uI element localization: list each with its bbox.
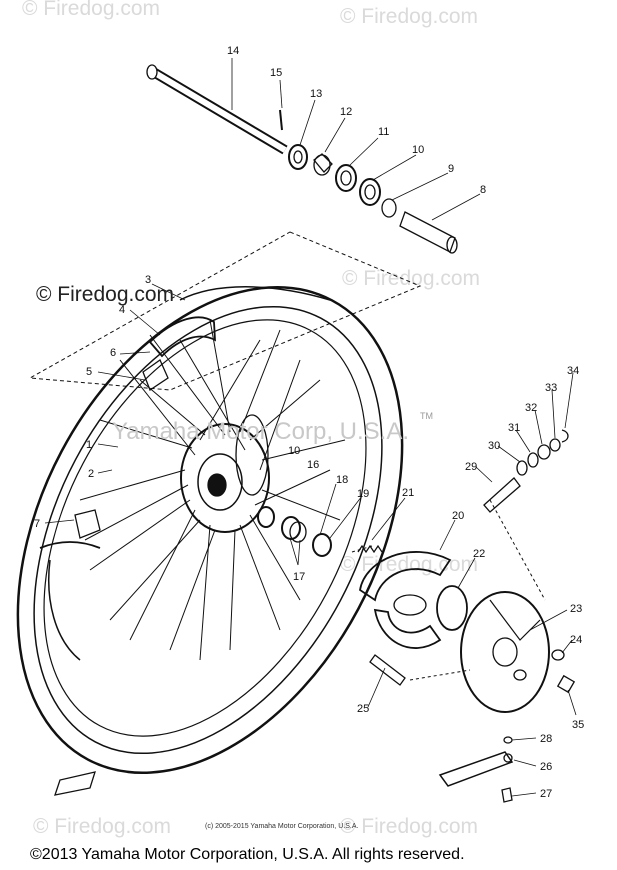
brake-arm-part[interactable] <box>438 751 514 787</box>
callout-15: 15 <box>270 67 282 79</box>
hub-bearings-part[interactable] <box>257 506 332 557</box>
watermark-mid-right: © Firedog.com <box>342 267 481 290</box>
collar-part[interactable] <box>399 211 458 254</box>
callout-12: 12 <box>340 106 352 118</box>
axle-part[interactable] <box>146 64 288 155</box>
callout-10: 10 <box>412 144 424 156</box>
callout-23: 23 <box>570 603 582 615</box>
watermark-main: © Firedog.com <box>36 283 175 306</box>
callout-24: 24 <box>570 634 582 646</box>
callout-3: 3 <box>145 274 151 286</box>
callout-28: 28 <box>540 733 552 745</box>
callout-18: 18 <box>336 474 348 486</box>
small-copyright: (c) 2005-2015 Yamaha Motor Corporation, … <box>205 823 359 830</box>
callout-2: 2 <box>88 468 94 480</box>
watermark-center: Yamaha Motor Corp, U.S.A. <box>112 418 409 445</box>
axle-spacers-part[interactable] <box>288 144 397 218</box>
callout-25: 25 <box>357 703 369 715</box>
brake-plate-part[interactable] <box>460 591 550 713</box>
callout-34: 34 <box>567 365 579 377</box>
callout-27: 27 <box>540 788 552 800</box>
callout-32: 32 <box>525 402 537 414</box>
callout-20: 20 <box>452 510 464 522</box>
callout-11: 11 <box>378 126 389 138</box>
callout-6: 6 <box>110 347 116 359</box>
callout-22: 22 <box>473 548 485 560</box>
callout-7: 7 <box>34 518 40 530</box>
callout-4: 4 <box>119 304 125 316</box>
callout-31: 31 <box>508 422 520 434</box>
callout-21: 21 <box>402 487 414 499</box>
callout-26: 26 <box>540 761 552 773</box>
callout-30: 30 <box>488 440 500 452</box>
spokes-part <box>79 319 346 661</box>
callout-16: 16 <box>307 459 319 471</box>
callout-33: 33 <box>545 382 557 394</box>
footer-copyright: ©2013 Yamaha Motor Corporation, U.S.A. A… <box>30 846 465 863</box>
hub-part[interactable] <box>180 414 270 533</box>
watermark-top-left: © Firedog.com <box>22 0 161 20</box>
callout-17: 17 <box>293 571 305 583</box>
callout-19: 19 <box>357 488 369 500</box>
callout-9: 9 <box>448 163 454 175</box>
callout-35: 35 <box>572 719 584 731</box>
callout-5: 5 <box>86 366 92 378</box>
callout-13: 13 <box>310 88 322 100</box>
watermark-top-right: © Firedog.com <box>340 5 479 28</box>
callout-10b: 10 <box>288 445 300 457</box>
trademark-mark: TM <box>420 411 433 421</box>
callout-8: 8 <box>480 184 486 196</box>
watermark-bottom-left: © Firedog.com <box>33 815 172 838</box>
watermark-bottom-right: © Firedog.com <box>340 815 479 838</box>
callout-labels: 14 15 13 12 11 10 9 8 3 4 6 5 1 2 7 10 1… <box>34 45 584 800</box>
callout-29: 29 <box>465 461 477 473</box>
callout-14: 14 <box>227 45 239 57</box>
tire-part[interactable] <box>0 222 480 839</box>
callout-1: 1 <box>86 439 92 451</box>
brake-shoes-part[interactable] <box>359 551 452 649</box>
